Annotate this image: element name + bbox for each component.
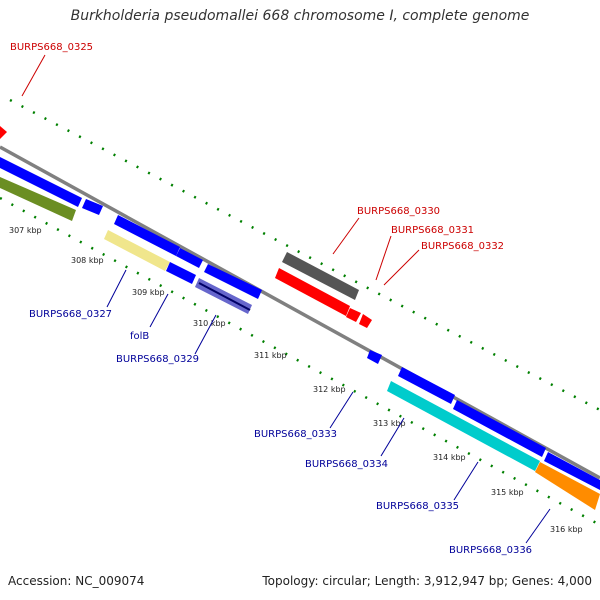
gene-blue-6[interactable]	[398, 367, 455, 404]
gene-BURPS668_0331-b[interactable]	[346, 308, 361, 322]
outer-dotted-guide	[9, 98, 600, 412]
label-BURPS668_0333[interactable]: BURPS668_0333	[254, 429, 337, 440]
gene-BURPS668_0325[interactable]	[0, 126, 7, 139]
gene-BURPS668_0330[interactable]	[282, 252, 359, 300]
gene-blue-8[interactable]	[544, 452, 600, 490]
label-BURPS668_0327[interactable]: BURPS668_0327	[29, 309, 112, 320]
leader-0325	[21, 54, 46, 97]
gene-BURPS668_0331-a[interactable]	[275, 268, 350, 316]
gene-blue-4[interactable]	[176, 248, 203, 268]
tick-310: 310 kbp	[193, 319, 226, 328]
leader-0329	[194, 314, 217, 355]
tick-308: 308 kbp	[71, 256, 104, 265]
leader-0331	[375, 235, 392, 281]
label-BURPS668_0334[interactable]: BURPS668_0334	[305, 459, 388, 470]
gene-blue-2[interactable]	[82, 199, 103, 215]
tick-315: 315 kbp	[491, 488, 524, 497]
label-BURPS668_0332[interactable]: BURPS668_0332	[421, 241, 504, 252]
label-BURPS668_0325[interactable]: BURPS668_0325	[10, 42, 93, 53]
gene-blue-3[interactable]	[114, 215, 180, 256]
label-BURPS668_0335[interactable]: BURPS668_0335	[376, 501, 459, 512]
leader-0335	[453, 461, 479, 501]
gene-blue-5[interactable]	[204, 264, 262, 299]
label-BURPS668_0330[interactable]: BURPS668_0330	[357, 206, 440, 217]
tick-311: 311 kbp	[254, 351, 287, 360]
tick-307: 307 kbp	[9, 226, 42, 235]
leader-0334	[380, 417, 405, 457]
tick-316: 316 kbp	[550, 525, 583, 534]
leader-0332	[383, 249, 420, 286]
label-BURPS668_0331[interactable]: BURPS668_0331	[391, 225, 474, 236]
gene-BURPS668_0332[interactable]	[359, 314, 372, 328]
label-BURPS668_0329[interactable]: BURPS668_0329	[116, 354, 199, 365]
tick-309: 309 kbp	[132, 288, 165, 297]
leader-0327	[106, 269, 127, 308]
tick-314: 314 kbp	[433, 453, 466, 462]
gene-BURPS668_0336[interactable]	[535, 462, 600, 510]
leader-folB	[149, 293, 169, 328]
gene-folB[interactable]	[166, 262, 196, 284]
gene-BURPS668_0329-stripe	[198, 282, 251, 311]
genome-backbone	[0, 145, 600, 480]
label-folB[interactable]: folB	[130, 331, 149, 342]
gene-BURPS668_0327[interactable]	[104, 230, 170, 271]
gene-blue-1[interactable]	[0, 157, 82, 207]
leader-0330	[332, 217, 360, 255]
label-BURPS668_0336[interactable]: BURPS668_0336	[449, 545, 532, 556]
map-title: Burkholderia pseudomallei 668 chromosome…	[70, 8, 530, 24]
leader-0333	[329, 391, 354, 429]
gene-BURPS668_0333[interactable]	[367, 350, 382, 364]
tick-313: 313 kbp	[373, 419, 406, 428]
topology-summary: Topology: circular; Length: 3,912,947 bp…	[262, 574, 592, 588]
tick-312: 312 kbp	[313, 385, 346, 394]
gene-BURPS668_0335[interactable]	[387, 381, 540, 471]
leader-0336	[525, 508, 551, 544]
gene-green-1[interactable]	[0, 177, 76, 221]
accession-text: Accession: NC_009074	[8, 574, 145, 588]
gene-blue-7[interactable]	[453, 400, 546, 457]
inner-dotted-guide	[0, 196, 600, 527]
